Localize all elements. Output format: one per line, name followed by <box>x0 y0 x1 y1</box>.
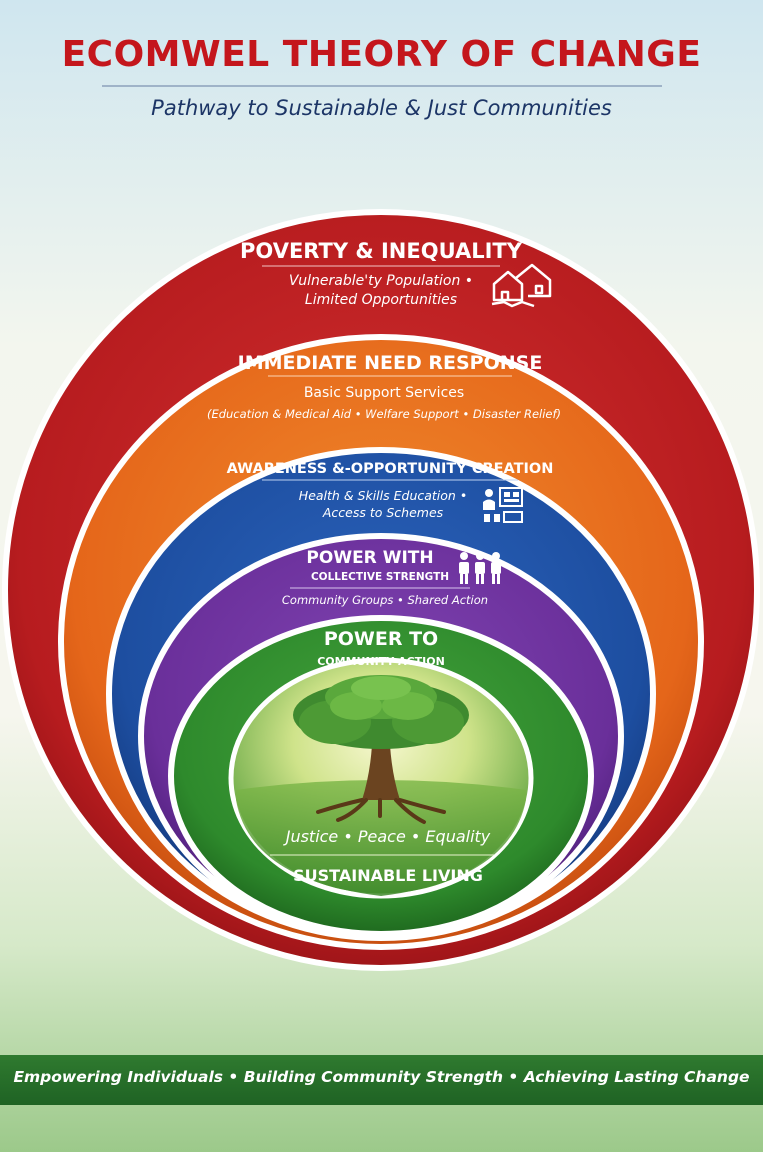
power-to-subtitle: COMMUNITY ACTION <box>317 655 445 668</box>
power-with-title: POWER WITH <box>306 548 433 568</box>
power-to-title: POWER TO <box>324 628 438 650</box>
immediate-line1: Basic Support Services <box>304 385 464 401</box>
page-title: ECOMWEL THEORY OF CHANGE <box>61 34 702 75</box>
poverty-title: POVERTY & INEQUALITY <box>240 239 523 263</box>
awareness-title: AWARENESS &-OPPORTUNITY CREATION <box>227 461 554 477</box>
power-with-line1: Community Groups • Shared Action <box>282 593 488 607</box>
title-divider <box>102 85 662 87</box>
core-ground <box>236 780 526 896</box>
houses-icon <box>491 263 552 308</box>
footer-tagline: Empowering Individuals • Building Commun… <box>13 1068 750 1086</box>
footer-band <box>0 1055 763 1105</box>
immediate-title: IMMEDIATE NEED RESPONSE <box>238 352 543 374</box>
awareness-line2: Access to Schemes <box>322 505 444 520</box>
people-group-icon <box>459 552 501 584</box>
core-values: Justice • Peace • Equality <box>283 827 491 846</box>
page-subtitle: Pathway to Sustainable & Just Communitie… <box>151 96 612 120</box>
education-icon <box>483 487 523 523</box>
core-label: SUSTAINABLE LIVING <box>293 866 483 885</box>
power-with-subtitle: COLLECTIVE STRENGTH <box>311 571 449 583</box>
poverty-line2: Limited Opportunities <box>305 292 457 308</box>
tree-icon <box>293 675 469 824</box>
poverty-line1: Vulnerable'ty Population • <box>289 273 473 289</box>
immediate-line2: (Education & Medical Aid • Welfare Suppo… <box>207 407 561 421</box>
awareness-line1: Health & Skills Education • <box>299 488 467 503</box>
